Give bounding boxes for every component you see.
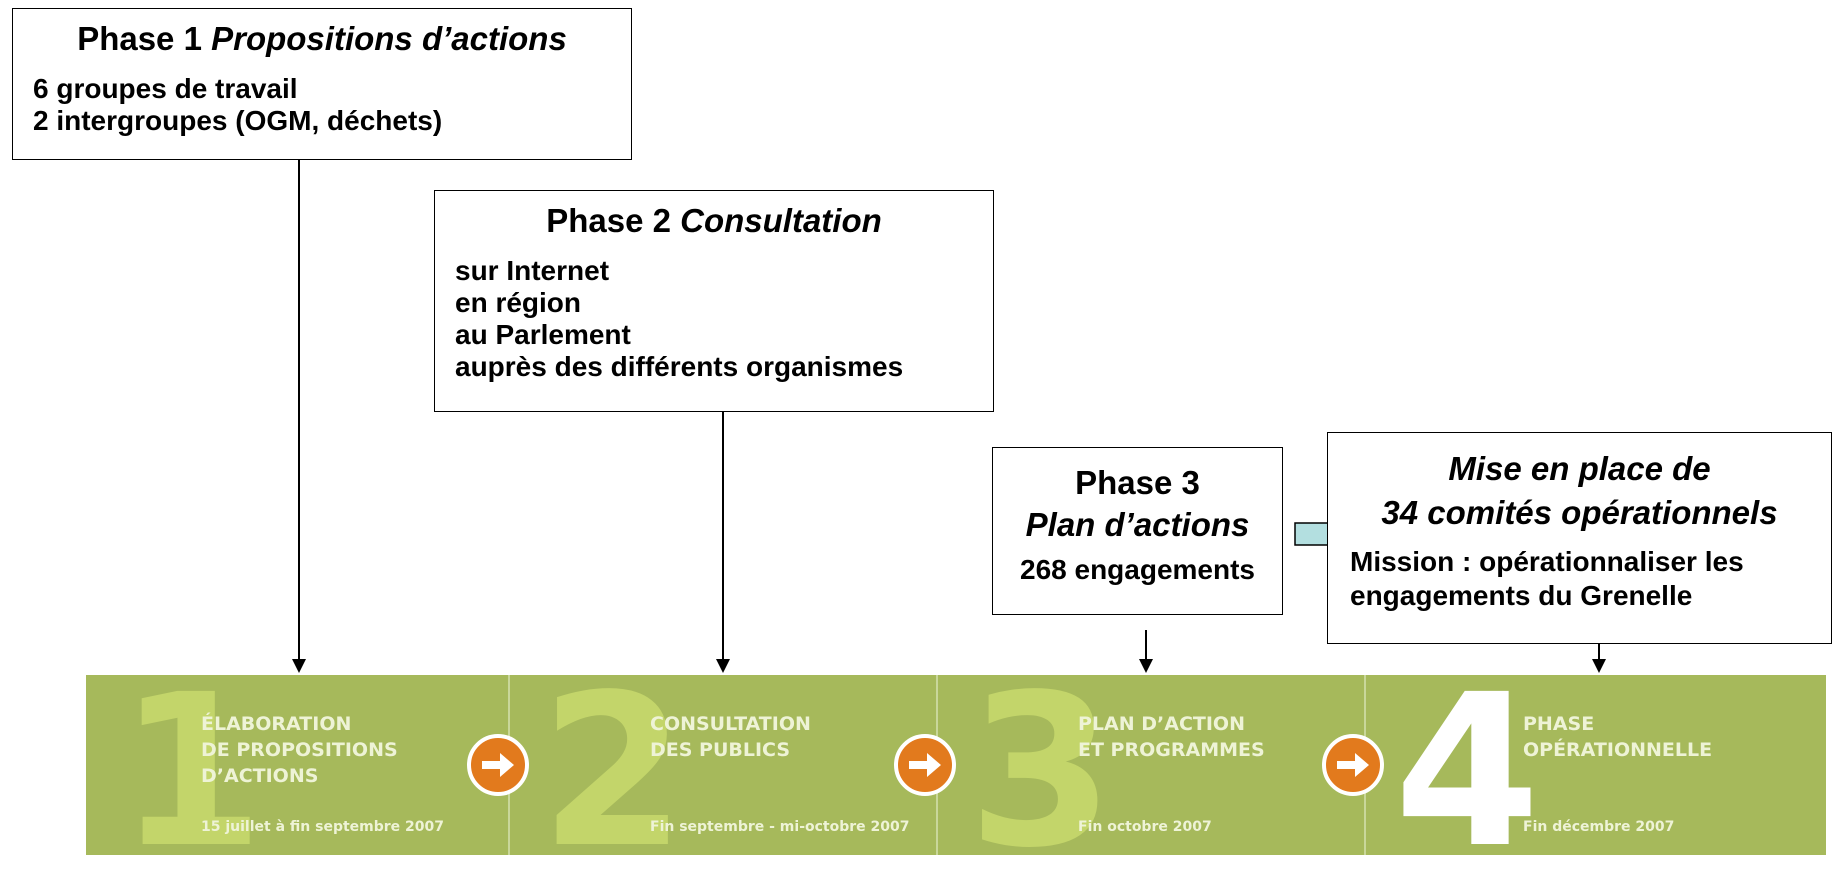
stage-date-1: 15 juillet à fin septembre 2007	[201, 819, 445, 835]
phase2-line: auprès des différents organismes	[455, 350, 904, 382]
stage-number-3: 3	[968, 649, 1115, 894]
phase2-line: au Parlement	[455, 318, 631, 350]
stage-title-line: CONSULTATION	[650, 713, 811, 735]
stage-title-line: OPÉRATIONNELLE	[1523, 739, 1713, 761]
phase3-title-line1: Phase 3	[1075, 464, 1200, 501]
stage-title-line: ÉLABORATION	[201, 713, 352, 735]
phase1-lines: 6 groupes de travail 2 intergroupes (OGM…	[33, 73, 631, 137]
phase2-title: Phase 2 Consultation	[435, 201, 993, 241]
arrow-right-icon	[467, 734, 529, 796]
connector-arrowhead-phase4	[1592, 659, 1606, 673]
stage-date-2: Fin septembre - mi-octobre 2007	[650, 819, 910, 835]
stage-number-2: 2	[540, 649, 687, 894]
stage-title-line: ET PROGRAMMES	[1078, 739, 1265, 761]
stage-title-4: PHASE OPÉRATIONNELLE	[1523, 711, 1712, 763]
phase4-box: Mise en place de 34 comités opérationnel…	[1327, 432, 1832, 644]
connector-line-phase1	[298, 160, 300, 660]
phase4-title-line1: Mise en place de	[1448, 450, 1711, 487]
phase4-mission-line2: engagements du Grenelle	[1350, 580, 1693, 611]
stage-title-line: D’ACTIONS	[201, 765, 319, 787]
phase2-box: Phase 2 Consultation sur Internet en rég…	[434, 190, 994, 412]
stage-title-line: PLAN D’ACTION	[1078, 713, 1245, 735]
stage-title-3: PLAN D’ACTION ET PROGRAMMES	[1078, 711, 1265, 763]
phase3-title: Phase 3 Plan d’actions	[993, 462, 1282, 546]
phase2-lines: sur Internet en région au Parlement aupr…	[455, 255, 993, 383]
stage-2: 2 CONSULTATION DES PUBLICS Fin septembre…	[510, 667, 936, 877]
phase4-title-line2: 34 comités opérationnels	[1381, 494, 1778, 531]
phase4-mission-line1: Mission : opérationnaliser les	[1350, 546, 1744, 577]
phase3-detail: 268 engagements	[1020, 554, 1255, 585]
stage-title-1: ÉLABORATION DE PROPOSITIONS D’ACTIONS	[201, 711, 398, 789]
stage-date-4: Fin décembre 2007	[1523, 819, 1675, 835]
connector-line-phase4	[1598, 644, 1600, 660]
phase2-line: en région	[455, 286, 582, 318]
stage-3: 3 PLAN D’ACTION ET PROGRAMMES Fin octobr…	[938, 667, 1364, 877]
phase1-title: Phase 1 Propositions d’actions	[13, 19, 631, 59]
connector-line-phase3	[1145, 630, 1147, 660]
arrow-right-icon	[1322, 734, 1384, 796]
phase4-mission: Mission : opérationnaliser les engagemen…	[1350, 545, 1831, 613]
phase1-line: 2 intergroupes (OGM, déchets)	[33, 104, 443, 136]
phase1-box: Phase 1 Propositions d’actions 6 groupes…	[12, 8, 632, 160]
connector-line-phase2	[722, 412, 724, 660]
connector-arrowhead-phase3	[1139, 659, 1153, 673]
phase1-title-italic: Propositions d’actions	[211, 20, 567, 57]
timeline-banner: 1 ÉLABORATION DE PROPOSITIONS D’ACTIONS …	[86, 667, 1826, 877]
stage-title-line: DES PUBLICS	[650, 739, 791, 761]
stage-date-3: Fin octobre 2007	[1078, 819, 1212, 835]
phase2-line: sur Internet	[455, 254, 610, 286]
arrow-right-icon	[894, 734, 956, 796]
phase4-title: Mise en place de 34 comités opérationnel…	[1328, 447, 1831, 535]
phase2-title-italic: Consultation	[680, 202, 882, 239]
connector-arrowhead-phase2	[716, 659, 730, 673]
phase3-title-italic: Plan d’actions	[1025, 506, 1250, 543]
stage-number-4: 4	[1394, 649, 1541, 894]
phase3-box: Phase 3 Plan d’actions 268 engagements	[992, 447, 1283, 615]
stage-title-line: PHASE	[1523, 713, 1595, 735]
stage-4: 4 PHASE OPÉRATIONNELLE Fin décembre 2007	[1366, 667, 1826, 877]
stage-title-line: DE PROPOSITIONS	[201, 739, 398, 761]
phase1-title-prefix: Phase 1	[77, 20, 212, 57]
stage-1: 1 ÉLABORATION DE PROPOSITIONS D’ACTIONS …	[86, 667, 508, 877]
phase2-title-prefix: Phase 2	[546, 202, 681, 239]
connector-arrowhead-phase1	[292, 659, 306, 673]
phase1-line: 6 groupes de travail	[33, 72, 298, 104]
stage-number-1: 1	[118, 649, 265, 894]
stage-title-2: CONSULTATION DES PUBLICS	[650, 711, 811, 763]
